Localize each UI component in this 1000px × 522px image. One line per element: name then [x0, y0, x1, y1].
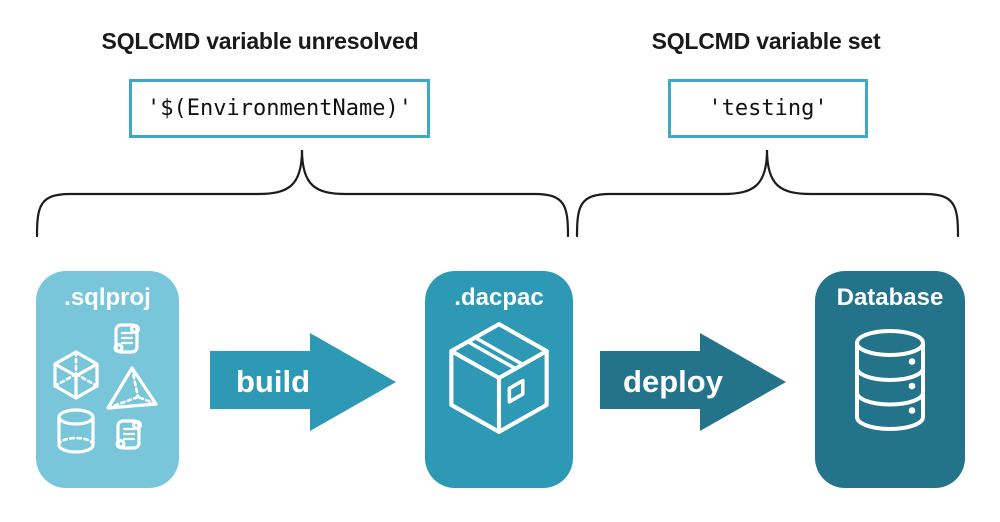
package-box-icon: [447, 320, 551, 441]
database-cylinder-icon: [850, 328, 930, 437]
cylinder-icon: [56, 408, 95, 454]
deploy-arrow: [600, 333, 786, 431]
stage-card-database: Database: [815, 271, 965, 488]
heading-set: SQLCMD variable set: [651, 28, 881, 54]
code-box-environment-variable: '$(EnvironmentName)': [129, 79, 430, 138]
stage-card-sqlproj: .sqlproj: [36, 271, 179, 488]
cube-icon: [52, 350, 99, 400]
sql-project-objects-icon: [52, 320, 164, 459]
script-icon: [114, 419, 142, 450]
code-text-environment-variable: '$(EnvironmentName)': [147, 96, 412, 121]
heading-unresolved: SQLCMD variable unresolved: [101, 28, 419, 54]
stage-label-dacpac: .dacpac: [454, 284, 544, 311]
pyramid-icon: [105, 366, 158, 410]
stage-label-sqlproj: .sqlproj: [64, 284, 151, 311]
build-arrow: [210, 333, 396, 431]
deploy-arrow-label: deploy: [623, 364, 723, 399]
stage-card-dacpac: .dacpac: [425, 271, 573, 488]
code-box-testing-value: 'testing': [668, 79, 868, 138]
code-text-testing-value: 'testing': [708, 96, 828, 121]
build-arrow-label: build: [235, 364, 311, 399]
script-icon: [112, 323, 140, 354]
left-curly-brace: [35, 149, 570, 238]
stage-label-database: Database: [836, 284, 944, 311]
right-curly-brace: [575, 149, 960, 238]
